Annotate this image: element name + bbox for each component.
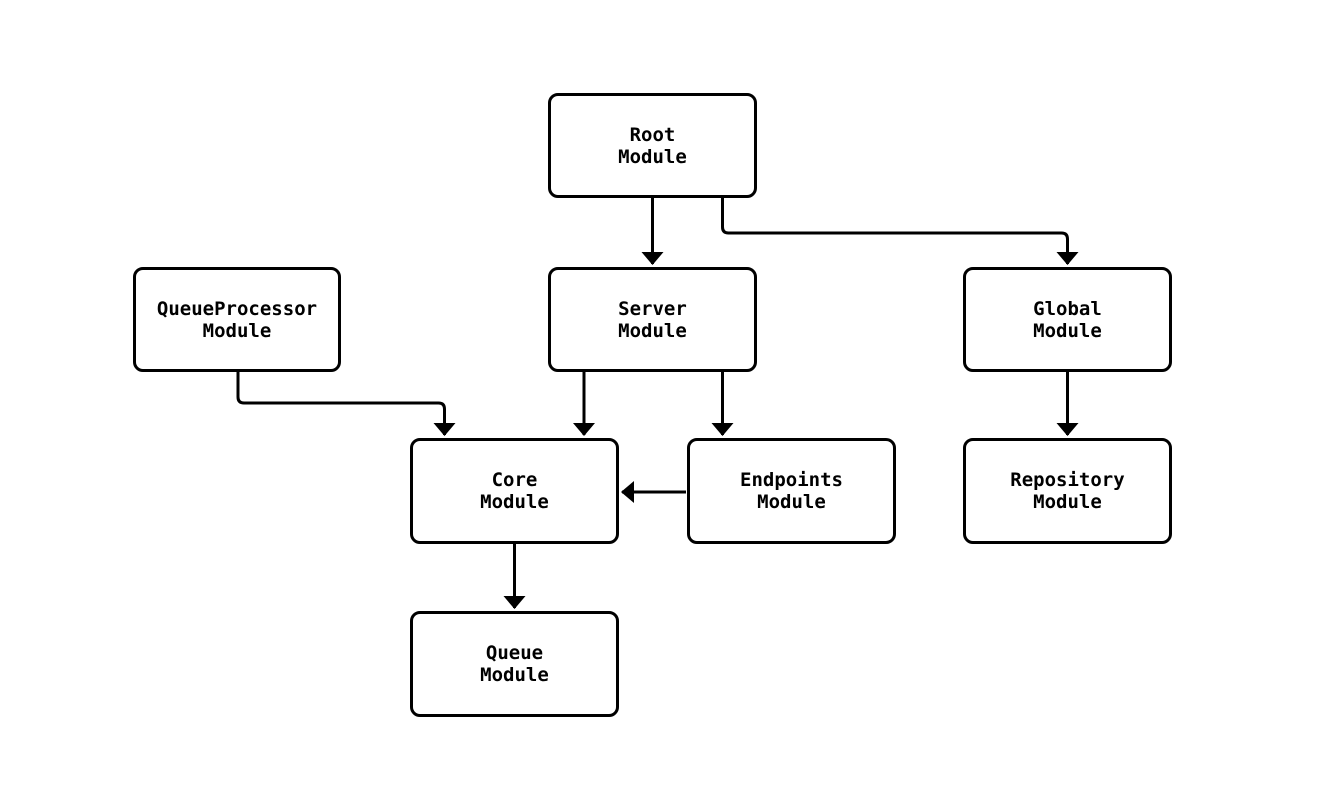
node-label-line: Module xyxy=(202,319,272,342)
node-queueprocessor-module: QueueProcessor Module xyxy=(133,267,341,372)
node-label-line: Module xyxy=(1033,319,1102,342)
node-label-line: Module xyxy=(618,319,687,342)
node-global-module: Global Module xyxy=(963,267,1172,372)
node-label-line: Module xyxy=(480,491,549,513)
node-label-line: Repository xyxy=(1010,469,1125,491)
edge-queueprocessor-to-core xyxy=(236,372,456,436)
node-server-module: Server Module xyxy=(548,267,757,372)
node-label-line: Global xyxy=(1033,297,1102,320)
node-label-line: Server xyxy=(618,297,687,320)
node-label-line: Root xyxy=(629,123,676,146)
node-queue-module: Queue Module xyxy=(410,611,619,717)
node-label-line: Module xyxy=(757,491,826,513)
node-label-line: Core xyxy=(491,469,538,491)
node-root-module: Root Module xyxy=(548,93,757,198)
node-repository-module: Repository Module xyxy=(963,438,1172,544)
node-label-line: Endpoints xyxy=(740,469,843,491)
node-label-line: Module xyxy=(480,664,549,686)
node-core-module: Core Module xyxy=(410,438,619,544)
edge-root-to-global xyxy=(721,198,1079,265)
node-label-line: Module xyxy=(1033,491,1102,513)
node-label-line: Queue xyxy=(485,642,544,664)
node-label-line: Module xyxy=(618,145,687,168)
node-label-line: QueueProcessor xyxy=(156,297,318,320)
node-endpoints-module: Endpoints Module xyxy=(687,438,896,544)
